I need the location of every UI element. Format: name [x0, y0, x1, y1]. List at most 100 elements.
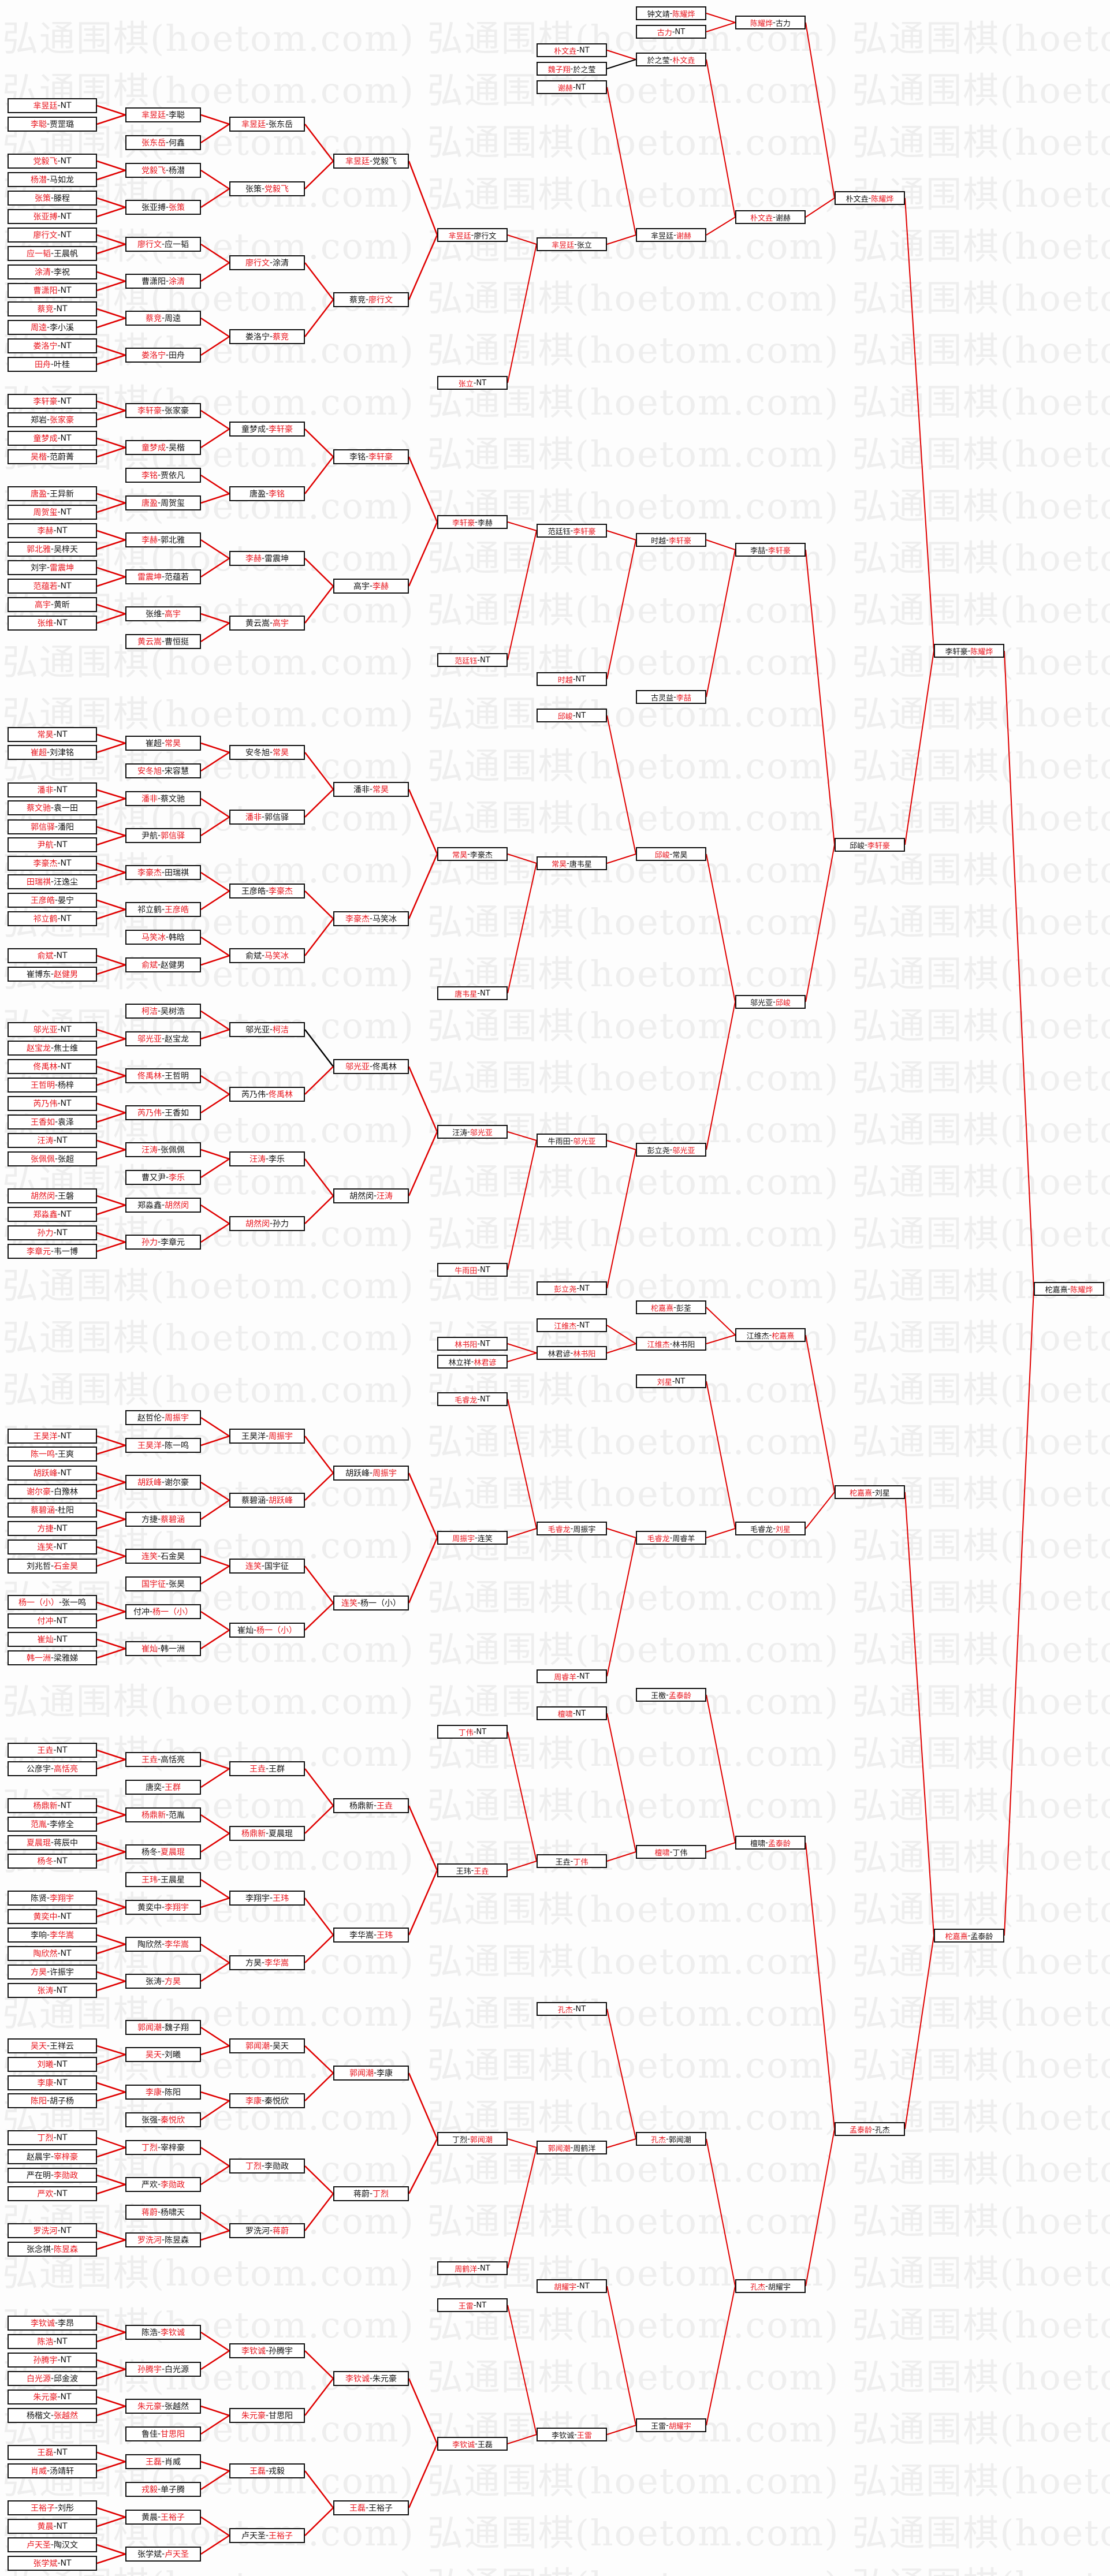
winner-name: 李康	[245, 2097, 262, 2106]
winner-name: 陈耀烨	[672, 10, 695, 19]
separator: -	[157, 831, 161, 840]
winner-name: 王玮	[141, 1876, 158, 1885]
winner-name: 朱元豪	[137, 2402, 162, 2411]
separator: -	[669, 1339, 673, 1348]
connector-line	[96, 2405, 126, 2417]
match-box: 毛睿龙-NT	[437, 1392, 508, 1406]
winner-name: 安冬旭	[137, 767, 162, 776]
connector-line	[507, 863, 537, 994]
match-box: 刘兆哲-石金昊	[8, 1559, 97, 1574]
separator: -	[54, 2503, 58, 2512]
player-name: 李钦诚	[552, 2431, 575, 2440]
winner-name: 杨鼎新	[141, 1811, 166, 1820]
no-opponent-marker: NT	[60, 1210, 72, 1219]
connector-line	[96, 1065, 126, 1077]
match-box: 范胤-李修全	[8, 1817, 97, 1832]
no-opponent-marker: NT	[480, 1339, 490, 1348]
match-box: 李康-陈阳	[125, 2085, 201, 2100]
player-name: 郭北雅	[161, 536, 185, 545]
match-box: 蔡竞-周逵	[125, 311, 201, 326]
no-opponent-marker: NT	[60, 859, 72, 868]
match-box: 连笑-国宇征	[229, 1559, 305, 1574]
connector-line	[304, 2072, 334, 2101]
separator: -	[570, 1348, 573, 1358]
separator: -	[467, 1127, 470, 1136]
connector-line	[200, 409, 230, 430]
winner-name: 甘思阳	[161, 2430, 185, 2439]
connector-line	[408, 2443, 438, 2508]
winner-name: 林君谚	[474, 1358, 497, 1367]
winner-name: 韩一洲	[26, 1654, 51, 1663]
connector-line	[200, 557, 230, 578]
separator: -	[165, 166, 169, 175]
connector-line	[96, 539, 126, 550]
winner-name: 尹航	[37, 841, 54, 850]
connector-line	[96, 1805, 126, 1816]
connector-line	[200, 1010, 230, 1031]
connector-line	[200, 1435, 230, 1447]
winner-name: 李豪杰	[345, 915, 370, 924]
separator: -	[165, 351, 169, 360]
connector-line	[200, 2405, 230, 2417]
separator: -	[54, 1080, 58, 1090]
winner-name: 江维杰	[554, 1322, 577, 1331]
player-name: 宋容慧	[165, 767, 189, 776]
player-name: 常昊	[672, 851, 688, 860]
connector-line	[706, 22, 736, 32]
separator: -	[269, 748, 273, 757]
match-box: 李铭-李轩豪	[333, 449, 409, 464]
match-box: 唐盈-王异新	[8, 486, 97, 501]
player-name: 胡子杨	[50, 2097, 75, 2106]
connector-line	[805, 844, 835, 1002]
connector-line	[96, 446, 126, 458]
separator: -	[471, 230, 474, 240]
no-opponent-marker: NT	[476, 1727, 487, 1736]
winner-name: 杨一（小）	[18, 1598, 59, 1608]
winner-name: 蔡竞	[145, 314, 162, 323]
match-box: 张维-高宇	[125, 606, 201, 621]
separator: -	[161, 2087, 165, 2097]
player-name: 范蕴若	[165, 573, 189, 582]
player-name: 赵宝龙	[165, 1035, 189, 1044]
connector-line	[200, 317, 230, 338]
player-name: 韩一洲	[161, 1645, 185, 1654]
no-opponent-marker: NT	[60, 1099, 72, 1108]
match-box: 廖行文-NT	[8, 228, 97, 243]
match-box: 范廷钰-李轩豪	[537, 524, 607, 538]
separator: -	[369, 785, 373, 794]
winner-name: 柁嘉熹	[850, 1489, 873, 1498]
winner-name: 刘星	[775, 1525, 791, 1534]
separator: -	[265, 2531, 269, 2540]
player-name: 尹航	[141, 832, 158, 841]
connector-line	[304, 1158, 334, 1196]
match-box: 芈昱廷-李聪	[125, 107, 201, 122]
connector-line	[304, 1934, 334, 1963]
no-opponent-marker: NT	[579, 1672, 590, 1681]
match-box: 廖行文-涂清	[229, 255, 305, 270]
no-opponent-marker: NT	[56, 618, 68, 628]
separator: -	[57, 341, 61, 351]
separator: -	[50, 360, 54, 369]
connector-line	[706, 2138, 736, 2287]
player-name: 佟禹林	[373, 1063, 397, 1072]
connector-line	[904, 1492, 934, 1936]
winner-name: 胡然闵	[30, 1192, 55, 1201]
match-box: 孔杰-郭闻潮	[636, 2132, 706, 2146]
connector-line	[96, 1518, 126, 1530]
separator: -	[46, 2096, 50, 2105]
winner-name: 潘非	[245, 813, 262, 822]
winner-name: 童梦成	[33, 434, 58, 443]
separator: -	[253, 1626, 257, 1635]
separator: -	[161, 1034, 165, 1043]
winner-name: 王昊洋	[33, 1432, 58, 1441]
separator: -	[165, 933, 169, 942]
connector-line	[200, 2534, 230, 2555]
separator: -	[269, 2041, 273, 2051]
match-box: 严在明-李勋政	[8, 2168, 97, 2183]
match-box: 孙力-李章元	[125, 1235, 201, 1250]
separator: -	[53, 1542, 57, 1552]
separator: -	[475, 517, 478, 527]
player-name: 周鹤洋	[573, 2144, 596, 2153]
match-box: 芈昱廷-张东岳	[229, 117, 305, 132]
separator: -	[669, 55, 673, 64]
